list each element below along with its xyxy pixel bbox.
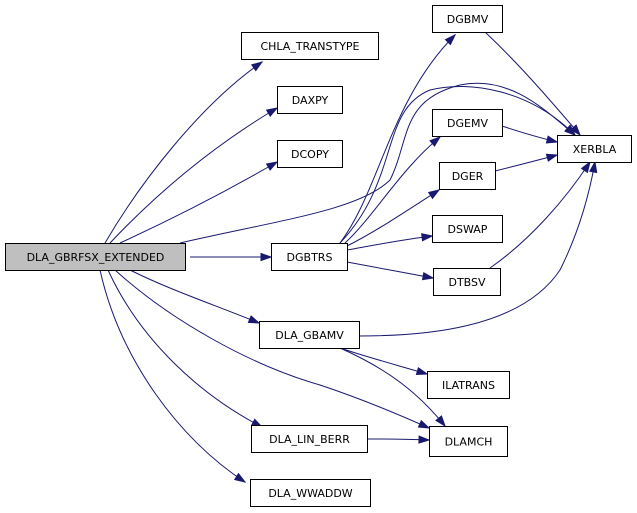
node-dla-gbamv[interactable]: DLA_GBAMV: [259, 321, 360, 349]
edge-dtbsv-to-xerbla: [489, 160, 591, 269]
node-box: [250, 479, 371, 507]
node-box: [433, 268, 501, 296]
edge-dgbmv-to-xerbla: [484, 31, 581, 137]
arrowhead: [589, 160, 598, 174]
node-box: [429, 426, 508, 457]
arrowhead: [415, 366, 429, 376]
edge-dgemv-to-xerbla: [501, 125, 559, 144]
edge-dgbtrs-to-dgemv: [344, 136, 442, 244]
arrowhead: [421, 272, 435, 281]
call-edges: [99, 31, 598, 483]
node-dswap[interactable]: DSWAP: [432, 215, 503, 243]
edge-root-to-daxpy: [109, 107, 279, 244]
node-box: [557, 135, 632, 163]
node-box: [432, 215, 503, 243]
node-label: DLA_WWADDW: [268, 487, 352, 500]
arrowhead: [545, 153, 559, 162]
arrowhead: [265, 161, 279, 171]
arrowhead: [233, 472, 247, 483]
node-label: ILATRANS: [442, 379, 495, 392]
edge-root-to-dla_gbamv: [129, 269, 261, 324]
node-box: [432, 5, 503, 33]
arrowhead: [417, 419, 431, 429]
edge-root-to-xerbla: [179, 82, 577, 244]
edge-dgbtrs-to-dtbsv: [346, 261, 435, 281]
node-label: DGBMV: [447, 13, 489, 26]
arrowhead: [444, 33, 457, 46]
node-box: [259, 321, 360, 349]
edge-root-to-dla_wwaddw: [99, 269, 247, 483]
node-box: [427, 371, 510, 399]
arrowhead: [545, 135, 559, 144]
edge-root-to-chla: [104, 61, 264, 244]
node-box: [432, 109, 503, 137]
edge-root-to-dlamch: [114, 269, 431, 429]
edge-dla_gbamv-to-dlamch: [339, 347, 446, 428]
node-box: [277, 140, 343, 168]
node-dcopy[interactable]: DCOPY: [277, 140, 343, 168]
arrowhead: [429, 136, 442, 147]
arrowhead: [250, 61, 264, 72]
edge-dgbtrs-to-dswap: [346, 233, 434, 251]
node-dgbtrs[interactable]: DGBTRS: [271, 243, 348, 271]
node-label: DTBSV: [448, 276, 486, 289]
node-dla-wwaddw[interactable]: DLA_WWADDW: [250, 479, 371, 507]
arrowhead: [421, 233, 434, 242]
node-label: DLAMCH: [445, 436, 493, 449]
node-box: [439, 162, 496, 190]
node-label: DCOPY: [291, 148, 329, 161]
node-label: DGEMV: [447, 117, 488, 130]
node-box: [241, 32, 379, 60]
edge-dgbtrs-to-dgbmv: [339, 33, 457, 244]
arrowhead: [265, 107, 279, 117]
node-label: XERBLA: [573, 143, 617, 156]
node-box: [251, 425, 368, 453]
node-label: DGER: [452, 170, 484, 183]
node-label: DSWAP: [448, 223, 488, 236]
edge-dger-to-xerbla: [494, 153, 559, 172]
node-label: DLA_GBRFSX_EXTENDED: [27, 251, 165, 264]
node-dlamch[interactable]: DLAMCH: [429, 426, 508, 457]
node-dgbmv[interactable]: DGBMV: [432, 5, 503, 33]
node-dla-lin-berr[interactable]: DLA_LIN_BERR: [251, 425, 368, 453]
arrowhead: [247, 315, 261, 324]
arrowhead: [569, 124, 581, 137]
arrowhead: [580, 160, 591, 174]
node-ilatrans[interactable]: ILATRANS: [427, 371, 510, 399]
call-nodes: DLA_GBRFSX_EXTENDED CHLA_TRANSTYPE DAXPY DC…: [5, 5, 632, 507]
node-label: DLA_LIN_BERR: [269, 433, 350, 446]
arrowhead: [260, 252, 273, 262]
node-box: [5, 243, 186, 271]
edge-dla_gbamv-to-xerbla: [358, 160, 598, 337]
node-label: DAXPY: [292, 94, 329, 107]
node-label: CHLA_TRANSTYPE: [260, 40, 359, 53]
node-dtbsv[interactable]: DTBSV: [433, 268, 501, 296]
arrowhead: [427, 189, 441, 200]
arrowhead: [435, 415, 446, 428]
arrowhead: [418, 435, 431, 444]
edge-root-to-dgbtrs: [189, 252, 273, 262]
node-label: DLA_GBAMV: [275, 329, 344, 342]
edge-dgbtrs-to-dger: [346, 189, 441, 247]
edge-root-to-dcopy: [119, 161, 279, 244]
node-dger[interactable]: DGER: [439, 162, 496, 190]
node-box: [271, 243, 348, 271]
edge-dla_gbamv-to-ilatrans: [339, 347, 429, 376]
node-xerbla[interactable]: XERBLA: [557, 135, 632, 163]
edge-dla_lin_berr-to-dlamch: [366, 435, 431, 444]
node-box: [277, 86, 343, 114]
node-chla[interactable]: CHLA_TRANSTYPE: [241, 32, 379, 60]
node-dgemv[interactable]: DGEMV: [432, 109, 503, 137]
node-daxpy[interactable]: DAXPY: [277, 86, 343, 114]
node-root[interactable]: DLA_GBRFSX_EXTENDED: [5, 243, 186, 271]
node-label: DGBTRS: [287, 251, 333, 264]
